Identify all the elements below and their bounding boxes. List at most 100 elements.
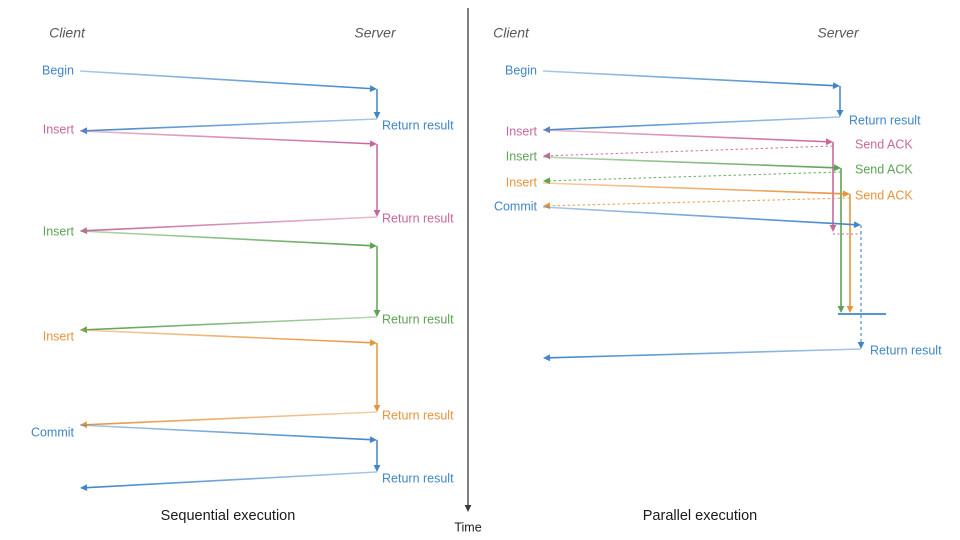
- message-line: [548, 197, 851, 207]
- panel-caption: Parallel execution: [643, 508, 757, 524]
- message-line: [85, 411, 378, 426]
- message-line: [79, 130, 372, 145]
- server-bar-arrowhead: [373, 465, 381, 472]
- message-label: Commit: [494, 199, 538, 213]
- message-line: [85, 316, 378, 331]
- message-line: [79, 424, 372, 441]
- message-parallel-7: Insert: [506, 175, 850, 198]
- time-axis: Time: [454, 8, 482, 534]
- message-line: [548, 145, 834, 157]
- actor-label-server: Server: [354, 25, 397, 41]
- message-label: Begin: [505, 63, 537, 77]
- message-arrowhead: [80, 484, 88, 491]
- message-line: [85, 471, 378, 489]
- message-sequential-10: [373, 343, 381, 412]
- message-arrowhead: [842, 190, 850, 198]
- server-bar-arrowhead: [836, 110, 844, 117]
- message-label: Return result: [382, 118, 454, 132]
- message-arrowhead: [369, 436, 377, 443]
- message-line: [79, 70, 372, 90]
- message-parallel-6: Send ACK: [543, 162, 913, 185]
- message-sequential-1: [373, 89, 381, 119]
- actor-label-client: Client: [493, 25, 530, 41]
- message-parallel-4: Send ACK: [543, 137, 913, 160]
- message-label: Insert: [506, 175, 538, 189]
- message-sequential-8: Return result: [80, 312, 454, 334]
- message-sequential-9: Insert: [43, 329, 377, 347]
- message-sequential-0: Begin: [42, 63, 377, 92]
- time-axis-label: Time: [454, 520, 481, 534]
- message-line: [548, 171, 842, 182]
- message-arrowhead: [543, 152, 551, 160]
- message-label: Return result: [382, 211, 454, 225]
- message-line: [542, 206, 856, 226]
- message-sequential-14: Return result: [80, 471, 454, 491]
- message-label: Send ACK: [855, 162, 913, 176]
- message-parallel-3: Insert: [506, 124, 833, 146]
- message-label: Begin: [42, 63, 74, 77]
- message-label: Send ACK: [855, 137, 913, 151]
- message-label: Return result: [870, 343, 942, 357]
- message-line: [542, 70, 835, 87]
- message-sequential-3: Insert: [43, 122, 377, 148]
- message-label: Insert: [43, 224, 75, 238]
- message-label: Return result: [382, 471, 454, 485]
- message-line: [542, 129, 828, 143]
- message-arrowhead: [543, 354, 551, 362]
- message-label: Commit: [31, 425, 75, 439]
- actor-label-client: Client: [49, 25, 86, 41]
- message-arrowhead: [543, 202, 551, 210]
- message-sequential-7: [373, 246, 381, 317]
- message-line: [542, 156, 836, 169]
- message-sequential-12: Commit: [31, 424, 377, 443]
- message-line: [542, 182, 845, 195]
- message-label: Send ACK: [855, 188, 913, 202]
- lifeline-arrowhead: [837, 306, 845, 313]
- server-bar-arrowhead: [373, 405, 381, 412]
- lifeline-arrowhead: [857, 342, 865, 349]
- message-label: Insert: [43, 329, 75, 343]
- message-sequential-6: Insert: [43, 224, 377, 249]
- message-label: Return result: [849, 113, 921, 127]
- message-line: [85, 118, 378, 132]
- message-sequential-13: [373, 440, 381, 472]
- server-bar-arrowhead: [373, 112, 381, 119]
- message-parallel-1: [836, 86, 844, 117]
- message-sequential-4: [373, 144, 381, 217]
- message-label: Insert: [43, 122, 75, 136]
- message-label: Return result: [382, 408, 454, 422]
- panel-caption: Sequential execution: [161, 508, 296, 524]
- message-parallel-5: Insert: [506, 149, 841, 172]
- message-arrowhead: [832, 82, 840, 89]
- message-arrowhead: [369, 140, 377, 148]
- message-parallel-8: Send ACK: [543, 188, 913, 210]
- message-sequential-2: Return result: [80, 118, 454, 135]
- message-line: [548, 116, 841, 131]
- message-line: [548, 348, 862, 359]
- message-sequential-11: Return result: [80, 408, 454, 429]
- message-line: [79, 230, 372, 247]
- lifeline-arrowhead: [829, 225, 837, 232]
- message-label: Insert: [506, 124, 538, 138]
- message-arrowhead: [825, 138, 833, 146]
- message-arrowhead: [369, 85, 377, 92]
- server-bar-arrowhead: [373, 310, 381, 317]
- message-parallel-10: Return result: [543, 343, 942, 362]
- message-arrowhead: [369, 242, 377, 249]
- message-parallel-2: Return result: [543, 113, 921, 134]
- message-sequential-5: Return result: [80, 211, 454, 235]
- time-axis-arrowhead: [464, 505, 472, 512]
- message-parallel-9: Commit: [494, 199, 861, 228]
- message-line: [79, 329, 372, 344]
- message-arrowhead: [369, 339, 377, 347]
- message-line: [85, 216, 378, 232]
- server-bar-arrowhead: [373, 210, 381, 217]
- message-label: Return result: [382, 312, 454, 326]
- lifeline-arrowhead: [846, 306, 854, 313]
- message-arrowhead: [833, 164, 841, 172]
- message-label: Insert: [506, 149, 538, 163]
